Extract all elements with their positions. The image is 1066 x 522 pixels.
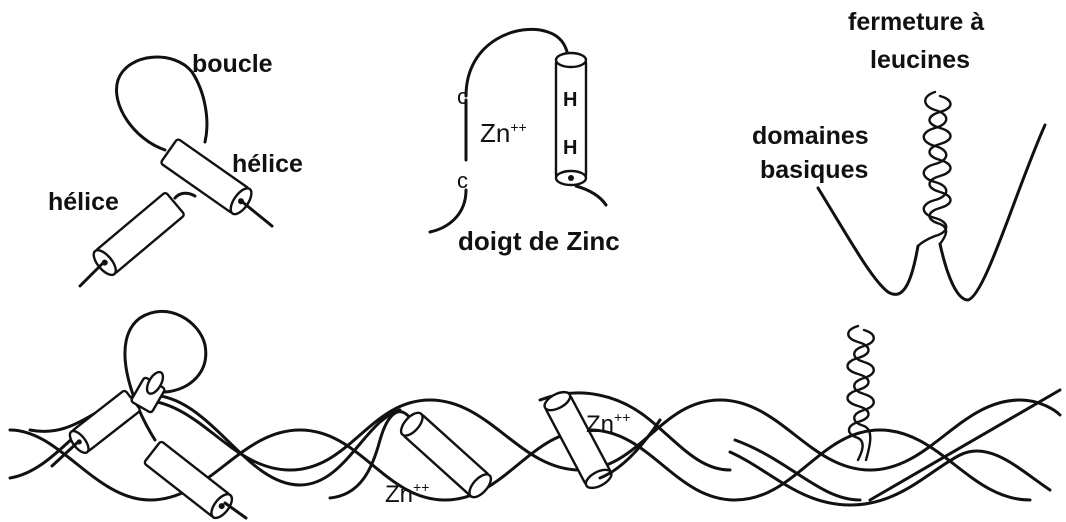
bound-helix-b [130, 370, 166, 414]
upper-helix-tail [238, 198, 274, 228]
label-boucle: boucle [192, 50, 273, 78]
dna-strand-5 [728, 449, 1052, 507]
label-c-top: c [457, 84, 468, 109]
label-zn-bottom-left: Zn++ [385, 479, 429, 508]
label-fermeture-1: fermeture à [848, 8, 984, 36]
loop-line [115, 55, 209, 152]
zinc-finger-helix-tail [574, 184, 608, 207]
label-helice-right: hélice [232, 150, 303, 178]
zipper-left-arm [816, 186, 920, 296]
leucine-zipper-motif: fermeture à leucines domaines basiques [752, 8, 1047, 302]
label-domaines-2: basiques [760, 156, 868, 184]
label-domaines-1: domaines [752, 122, 869, 150]
dna-strand-2 [8, 428, 1032, 502]
zinc-finger-tail [428, 188, 468, 234]
label-zn-bottom-right: Zn++ [586, 409, 630, 438]
zinc-finger-motif: c c Zn++ H H doigt de Zinc [428, 27, 620, 256]
bound-helix-a-tail [50, 440, 80, 468]
bound-helix-c [143, 440, 234, 520]
dna-strand-6 [733, 388, 1062, 502]
bound-leucine-zipper [846, 324, 875, 462]
helix-connector [173, 191, 197, 200]
bound-zf-left-cylinder [399, 411, 493, 499]
dna-strand-1 [8, 398, 1062, 480]
zinc-finger-helix-cylinder [554, 51, 588, 187]
lower-helix-tail [78, 260, 106, 288]
bound-zipper-coil-2 [853, 328, 875, 462]
zipper-right-arm [938, 123, 1047, 302]
zinc-finger-loop [464, 27, 570, 98]
label-h-bottom: H [563, 137, 577, 159]
label-fermeture-2: leucines [870, 46, 970, 74]
upper-helix-cylinder [160, 138, 253, 216]
dna-strand-4 [538, 391, 732, 472]
label-doigt-de-zinc: doigt de Zinc [458, 226, 620, 256]
bound-zf-left-line [328, 410, 412, 500]
bound-loop [123, 310, 208, 442]
label-h-top: H [563, 89, 577, 111]
helix-loop-helix-motif: boucle hélice hélice [48, 50, 303, 288]
bound-helix-c-tail [223, 501, 248, 520]
zipper-coil-2 [928, 94, 952, 246]
label-zn-top: Zn++ [480, 118, 527, 148]
bound-zinc-finger-left: Zn++ [328, 410, 493, 508]
zipper-coil [916, 90, 948, 248]
label-c-bottom: c [457, 168, 468, 193]
bound-helix-loop-helix [50, 310, 248, 520]
label-helice-left: hélice [48, 188, 119, 216]
bound-zinc-finger-right: Zn++ [543, 390, 662, 490]
bound-zf-right-tail [598, 418, 662, 480]
